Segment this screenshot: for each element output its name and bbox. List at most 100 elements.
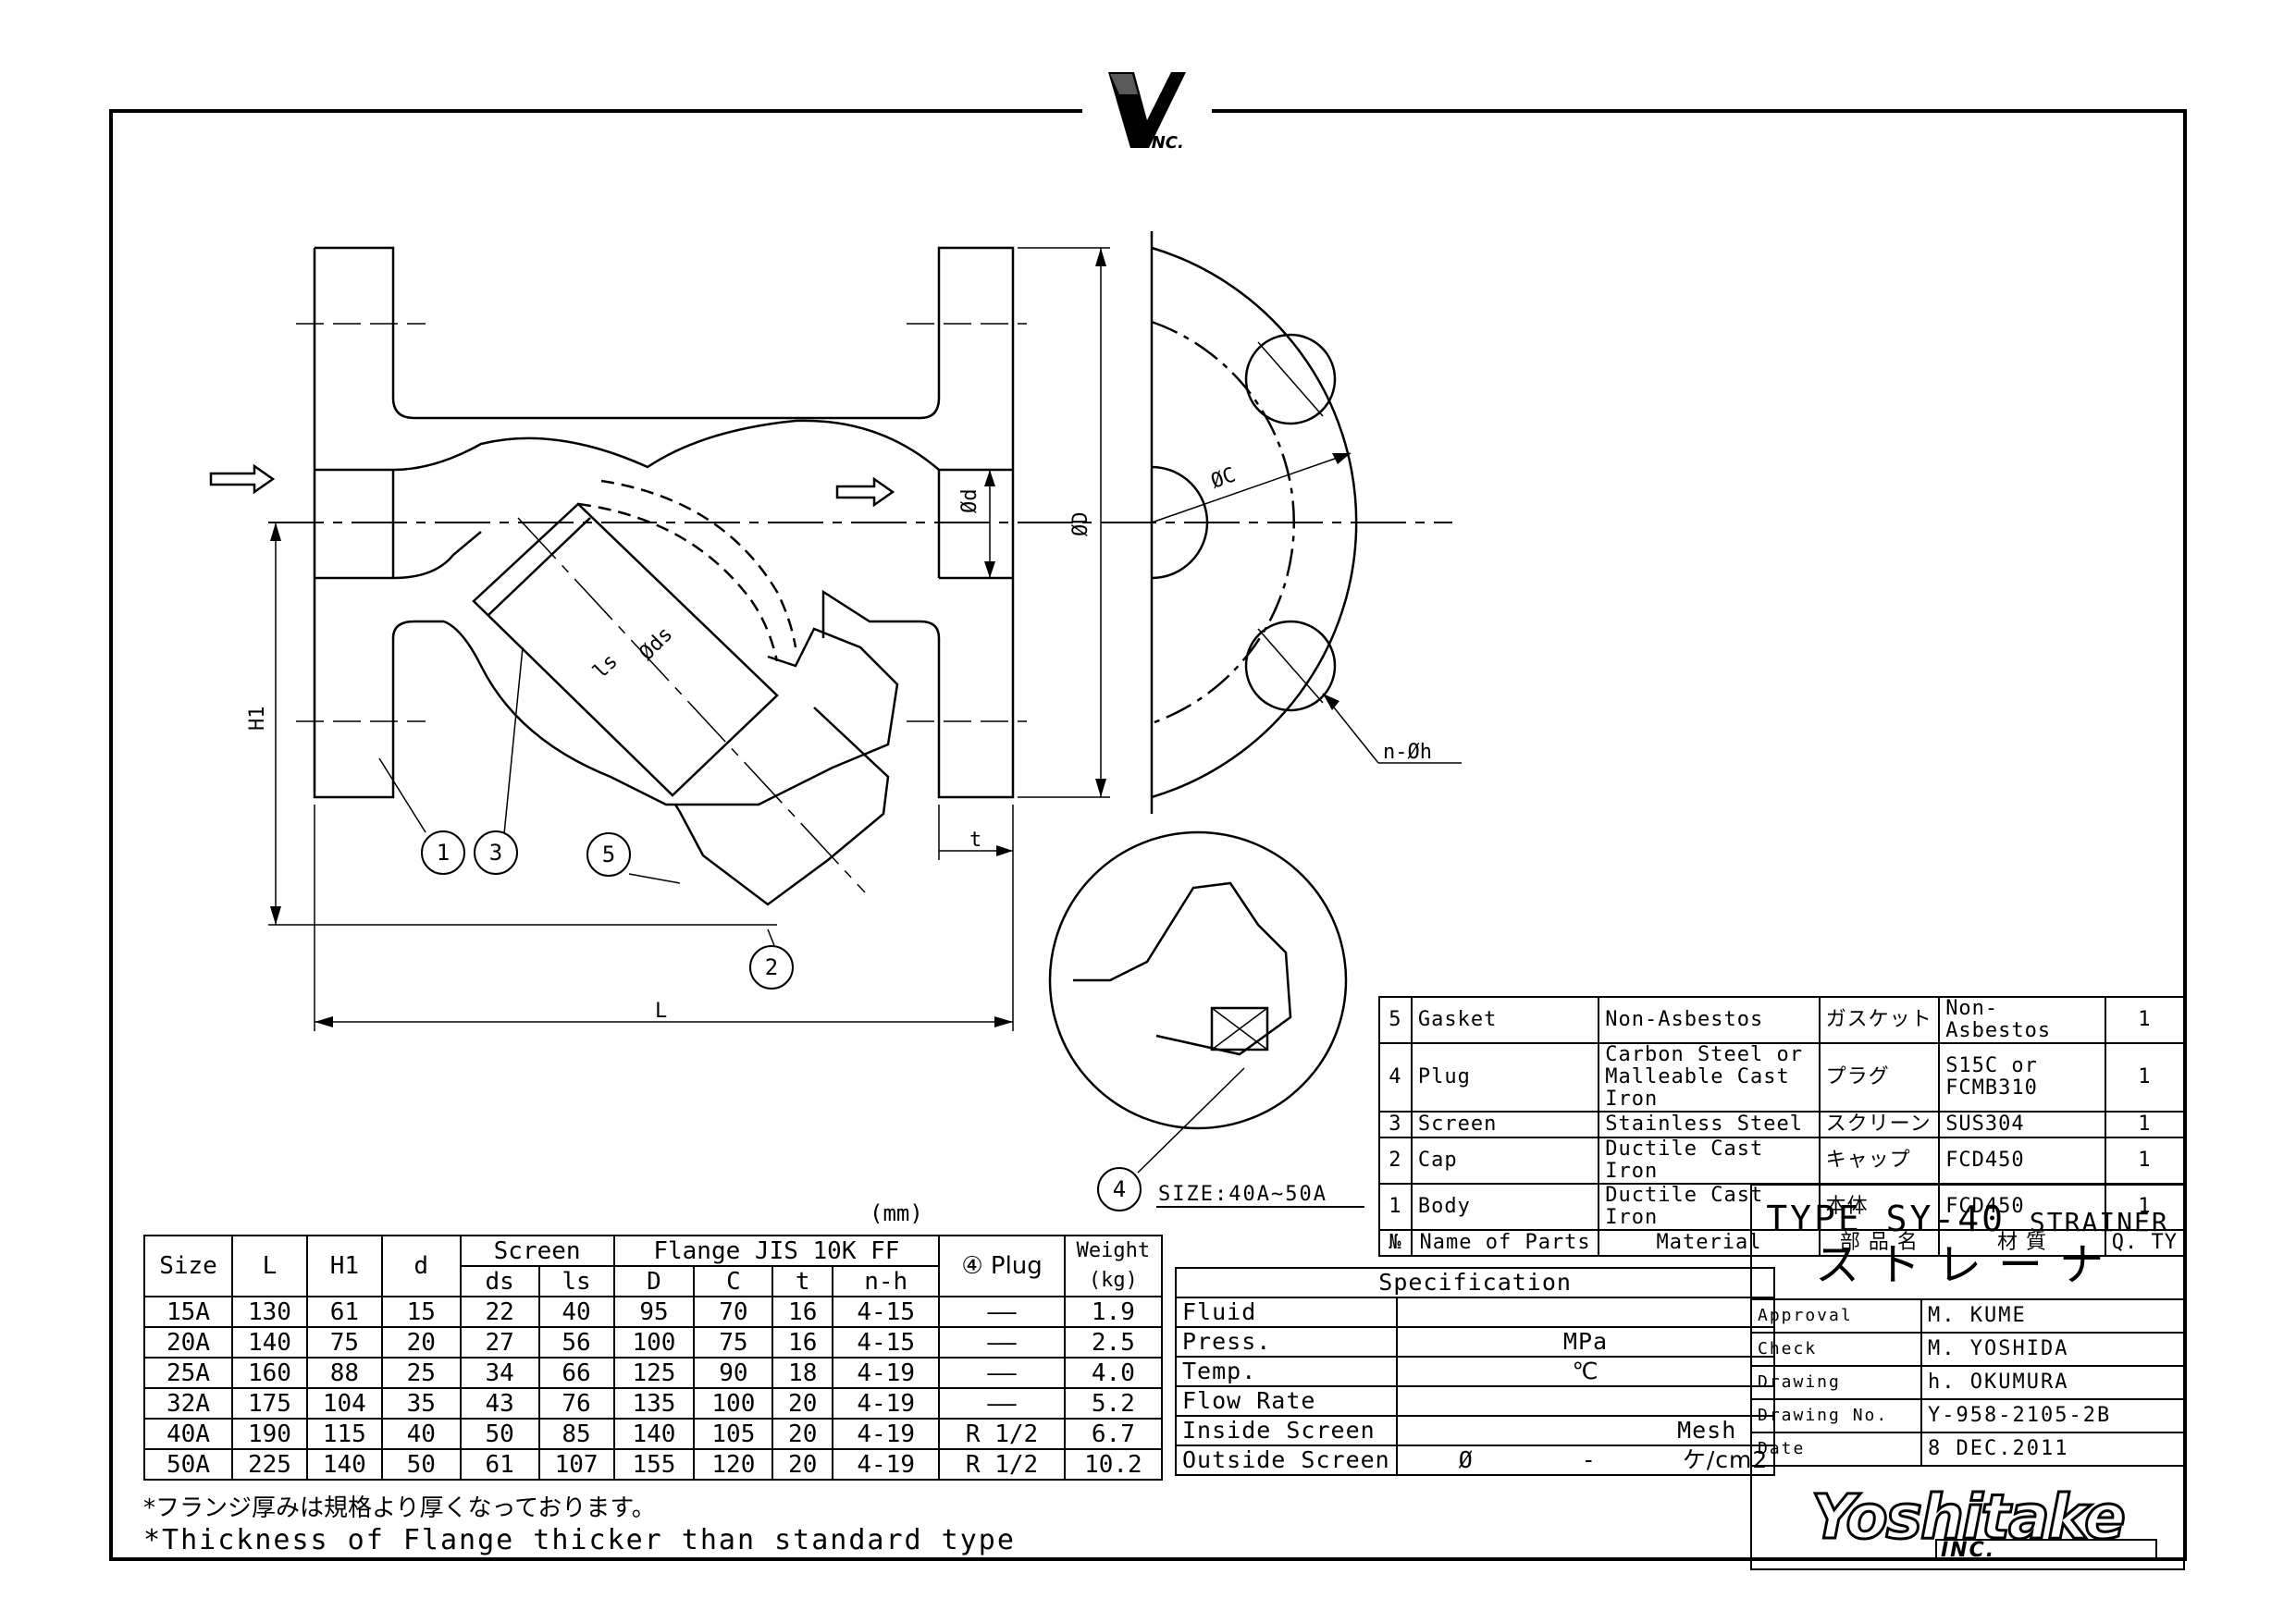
top-logo: INC.: [1082, 63, 1212, 155]
dimension-cell: 43: [459, 1387, 540, 1420]
title-cell: TYPE SY-40 STRAINER ストレーナ: [1750, 1184, 2185, 1300]
company-logo-cell: Yoshitake INC.: [1750, 1465, 2185, 1570]
balloon-4: 4: [1097, 1167, 1142, 1211]
hdr-d: d: [380, 1235, 462, 1297]
tb-value: h. OKUMURA: [1920, 1365, 2185, 1400]
parts-cell-name: Body: [1410, 1183, 1600, 1231]
dimension-cell: 40: [380, 1418, 462, 1450]
top-logo-inc: INC.: [1145, 133, 1184, 153]
dimension-cell: 90: [693, 1357, 774, 1389]
dimension-table: Size L H1 d Screen Flange JIS 10K FF ④ P…: [142, 1235, 1164, 1481]
dimension-cell: 40A: [142, 1418, 234, 1450]
spec-title: Specification: [1174, 1267, 1776, 1298]
label-phi-ds: Øds: [636, 622, 678, 665]
tb-label: Date: [1750, 1432, 1922, 1467]
hdr-flange: Flange JIS 10K FF: [612, 1235, 941, 1267]
dims-unit: (mm): [870, 1200, 923, 1226]
dimension-cell: 75: [305, 1326, 383, 1359]
dimension-cell: ——: [938, 1296, 1066, 1328]
dimension-cell: 125: [612, 1357, 696, 1389]
type-name-jp: ストレーナ: [1814, 1239, 2120, 1291]
label-l: L: [655, 1000, 667, 1023]
dimension-cell: 4-19: [832, 1448, 941, 1481]
dimension-cell: 6.7: [1063, 1418, 1164, 1450]
company-logo-inc: INC.: [1935, 1539, 2157, 1561]
specification-table: Specification Fluid Press.MPa Temp.℃ Flo…: [1174, 1267, 1776, 1476]
dimension-cell: 100: [693, 1387, 774, 1420]
dimension-cell: 22: [459, 1296, 540, 1328]
parts-cell-qty: 1: [2104, 1137, 2186, 1185]
dimension-cell: 1.9: [1063, 1296, 1164, 1328]
dimension-cell: 4-19: [832, 1387, 941, 1420]
dimension-cell: 61: [305, 1296, 383, 1328]
dimension-cell: 70: [693, 1296, 774, 1328]
dimension-cell: ——: [938, 1387, 1066, 1420]
dimension-cell: 160: [231, 1357, 308, 1389]
hdr-ls: ls: [537, 1265, 615, 1297]
parts-cell-material-jp: SUS304: [1938, 1111, 2106, 1138]
dimension-cell: 190: [231, 1418, 308, 1450]
dimension-cell: 115: [305, 1418, 383, 1450]
dimension-cell: 20: [772, 1387, 834, 1420]
label-phi-big-d: ØD: [1069, 512, 1092, 537]
dimension-cell: 175: [231, 1387, 308, 1420]
type-suffix: STRAINER: [2029, 1207, 2169, 1237]
note-jp: *フランジ厚みは規格より厚くなっております。: [143, 1494, 656, 1522]
dimension-cell: 20: [380, 1326, 462, 1359]
parts-cell-name-jp: キャップ: [1818, 1137, 1941, 1185]
spec-label: Temp.: [1175, 1356, 1398, 1387]
parts-cell-no: 5: [1378, 996, 1413, 1044]
parts-cell-no: 4: [1378, 1042, 1413, 1113]
hdr-big-d: D: [612, 1265, 696, 1297]
spec-value: Mesh: [1395, 1415, 1776, 1446]
parts-cell-name: Gasket: [1410, 996, 1600, 1044]
dimension-cell: 135: [612, 1387, 696, 1420]
parts-cell-material: Carbon Steel or Malleable Cast Iron: [1598, 1042, 1821, 1113]
label-phi-d: Ød: [958, 489, 981, 514]
dimension-cell: 20A: [142, 1326, 234, 1359]
parts-cell-no: 1: [1378, 1183, 1413, 1231]
label-phi-c: ØC: [1208, 463, 1239, 494]
dimension-cell: 50: [380, 1448, 462, 1481]
dimension-cell: 225: [231, 1448, 308, 1481]
label-t: t: [969, 829, 981, 852]
hdr-nh: n-h: [832, 1265, 941, 1297]
dimension-cell: 95: [612, 1296, 696, 1328]
label-size-range: SIZE:40A~50A: [1158, 1183, 1327, 1206]
dimension-cell: 107: [537, 1448, 615, 1481]
dimension-cell: 140: [305, 1448, 383, 1481]
dimension-cell: 2.5: [1063, 1326, 1164, 1359]
dimension-cell: 16: [772, 1326, 834, 1359]
parts-cell-qty: 1: [2104, 1042, 2186, 1113]
parts-cell-material: Stainless Steel: [1598, 1111, 1821, 1138]
y-logo-icon: INC.: [1108, 72, 1186, 153]
hdr-ds: ds: [459, 1265, 540, 1297]
hdr-size: Size: [142, 1235, 234, 1297]
dimension-cell: 20: [772, 1418, 834, 1450]
hdr-kg: (kg): [1063, 1266, 1164, 1297]
parts-header-no: №: [1378, 1229, 1413, 1257]
tb-value: M. KUME: [1920, 1298, 2185, 1334]
dimension-cell: 100: [612, 1326, 696, 1359]
dimension-cell: 105: [693, 1418, 774, 1450]
parts-cell-no: 3: [1378, 1111, 1413, 1138]
tb-value: Y-958-2105-2B: [1920, 1398, 2185, 1433]
hdr-h1: H1: [305, 1235, 383, 1297]
parts-cell-name-jp: ガスケット: [1818, 996, 1941, 1044]
tb-value: 8 DEC.2011: [1920, 1432, 2185, 1467]
dimension-cell: 120: [693, 1448, 774, 1481]
dimension-cell: 16: [772, 1296, 834, 1328]
dimension-cell: R 1/2: [938, 1448, 1066, 1481]
label-n-phi-h: n-Øh: [1383, 741, 1432, 764]
balloon-3: 3: [474, 830, 518, 875]
dimension-cell: 40: [537, 1296, 615, 1328]
spec-value: ℃: [1395, 1356, 1776, 1387]
dimension-cell: 50: [459, 1418, 540, 1450]
